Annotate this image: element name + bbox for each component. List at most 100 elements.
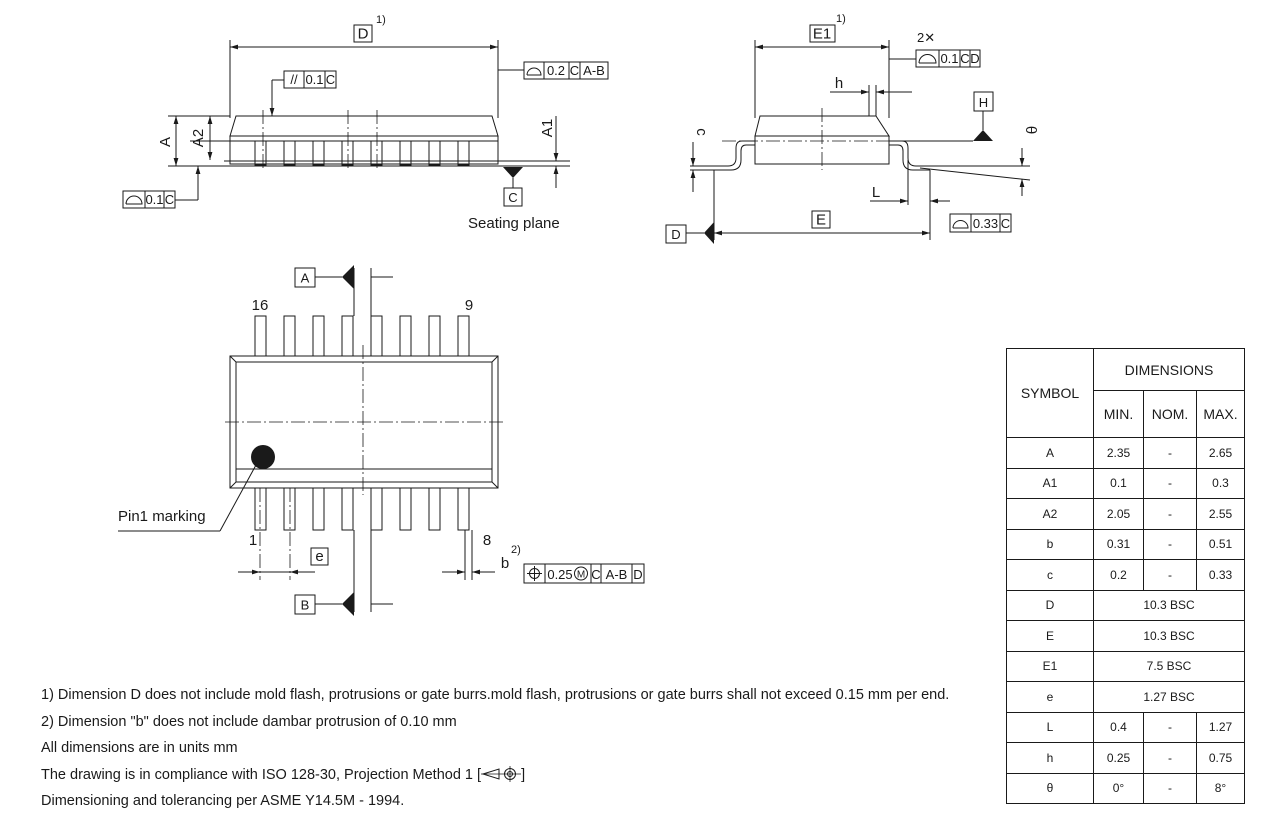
note-5: Dimensioning and tolerancing per ASME Y1… (41, 793, 405, 809)
note-3: All dimensions are in units mm (41, 740, 238, 756)
table-cell: θ (1006, 772, 1094, 804)
front-body-top (229, 115, 499, 137)
side-view: E1 1) 2✕ 0.1 C D h H θ (665, 13, 1039, 244)
lead (428, 315, 441, 357)
note2-ref-b: 2) (511, 544, 521, 556)
lead (341, 140, 354, 166)
lead (457, 315, 470, 357)
top-view: 16 9 1 8 A B e b 2) (118, 265, 645, 616)
table-cell: 0.4 (1093, 711, 1144, 743)
table-cell: 0.33 (1196, 559, 1245, 591)
table-cell: 10.3 BSC (1093, 620, 1245, 652)
pin1-marking-dot (251, 445, 275, 469)
position-icon (527, 566, 542, 581)
profile-surface-icon (125, 195, 143, 205)
table-cell: L (1006, 711, 1094, 743)
svg-text:D: D (633, 567, 642, 582)
seating-plane-label: Seating plane (468, 215, 560, 232)
table-cell: e (1006, 681, 1094, 713)
svg-text:C: C (1001, 216, 1010, 231)
fcf-profile-A1: 0.1 C (122, 166, 201, 209)
lead (370, 140, 383, 166)
table-cell: D (1006, 589, 1094, 621)
dim-A1-label: A1 (539, 119, 556, 137)
table-cell: E1 (1006, 650, 1094, 682)
dim-L-label: L (872, 184, 880, 201)
table-cell: 0° (1093, 772, 1144, 804)
svg-text:C: C (570, 63, 579, 78)
nom-header: NOM. (1143, 390, 1197, 438)
table-cell: b (1006, 528, 1094, 560)
lead (399, 487, 412, 531)
datum-C-label: C (508, 190, 517, 205)
table-cell: 2.55 (1196, 498, 1245, 530)
table-cell: E (1006, 620, 1094, 652)
pin9-label: 9 (465, 297, 473, 314)
lead (312, 487, 325, 531)
notes-list: 1) Dimension D does not include mold fla… (41, 682, 949, 815)
lead (341, 315, 354, 357)
fcf-profile-E: 0.33 C (949, 213, 1012, 233)
datum-H-label: H (979, 95, 988, 110)
note-4: The drawing is in compliance with ISO 12… (41, 765, 526, 783)
dim-c-label: c (693, 128, 710, 136)
table-cell: 0.25 (1093, 742, 1144, 774)
lead (457, 487, 470, 531)
svg-text:0.2: 0.2 (547, 63, 565, 78)
fcf-profile-E1: 0.1 C D (915, 49, 981, 68)
datum-C-triangle (503, 167, 523, 178)
fcf-position-b: 0.25 M C A-B D (523, 563, 645, 584)
datum-H-triangle (973, 130, 993, 141)
svg-text:M: M (577, 570, 585, 581)
lead (254, 487, 267, 531)
note1-ref-E1: 1) (836, 13, 846, 25)
profile-surface-icon (952, 220, 969, 229)
pin1-marking-label: Pin1 marking (118, 508, 206, 525)
fcf-profile-D: 0.2 C A-B (523, 61, 609, 80)
dim-E-label: E (816, 212, 826, 229)
lead (254, 140, 267, 166)
two-times-label: 2✕ (917, 30, 935, 45)
table-cell: 0.2 (1093, 559, 1144, 591)
pin16-label: 16 (252, 297, 269, 314)
svg-text:C: C (591, 567, 600, 582)
lead (399, 315, 412, 357)
svg-text:0.25: 0.25 (547, 567, 572, 582)
datum-A-triangle (342, 265, 354, 289)
max-header: MAX. (1196, 390, 1245, 438)
table-cell: A (1006, 437, 1094, 469)
svg-text:C: C (165, 192, 174, 207)
datum-D-triangle (704, 222, 714, 244)
pin1-label: 1 (249, 532, 257, 549)
lead (312, 315, 325, 357)
table-cell: c (1006, 559, 1094, 591)
top-leads-upper (254, 315, 470, 357)
profile-surface-icon (526, 67, 542, 76)
svg-text:C: C (960, 51, 969, 66)
dim-A-label: A (157, 137, 174, 147)
lead (283, 140, 296, 166)
datum-A-label: A (301, 271, 310, 286)
symbol-header: SYMBOL (1006, 348, 1094, 438)
lead (370, 487, 383, 531)
table-cell: - (1143, 742, 1197, 774)
table-cell: 1.27 BSC (1093, 681, 1245, 713)
parallelism-icon: // (290, 72, 298, 87)
table-cell: 2.05 (1093, 498, 1144, 530)
dimensions-header: DIMENSIONS (1093, 348, 1245, 391)
table-cell: 2.35 (1093, 437, 1144, 469)
dim-D-label: D (358, 26, 369, 43)
note-1: 1) Dimension D does not include mold fla… (41, 687, 950, 703)
table-cell: A1 (1006, 467, 1094, 499)
